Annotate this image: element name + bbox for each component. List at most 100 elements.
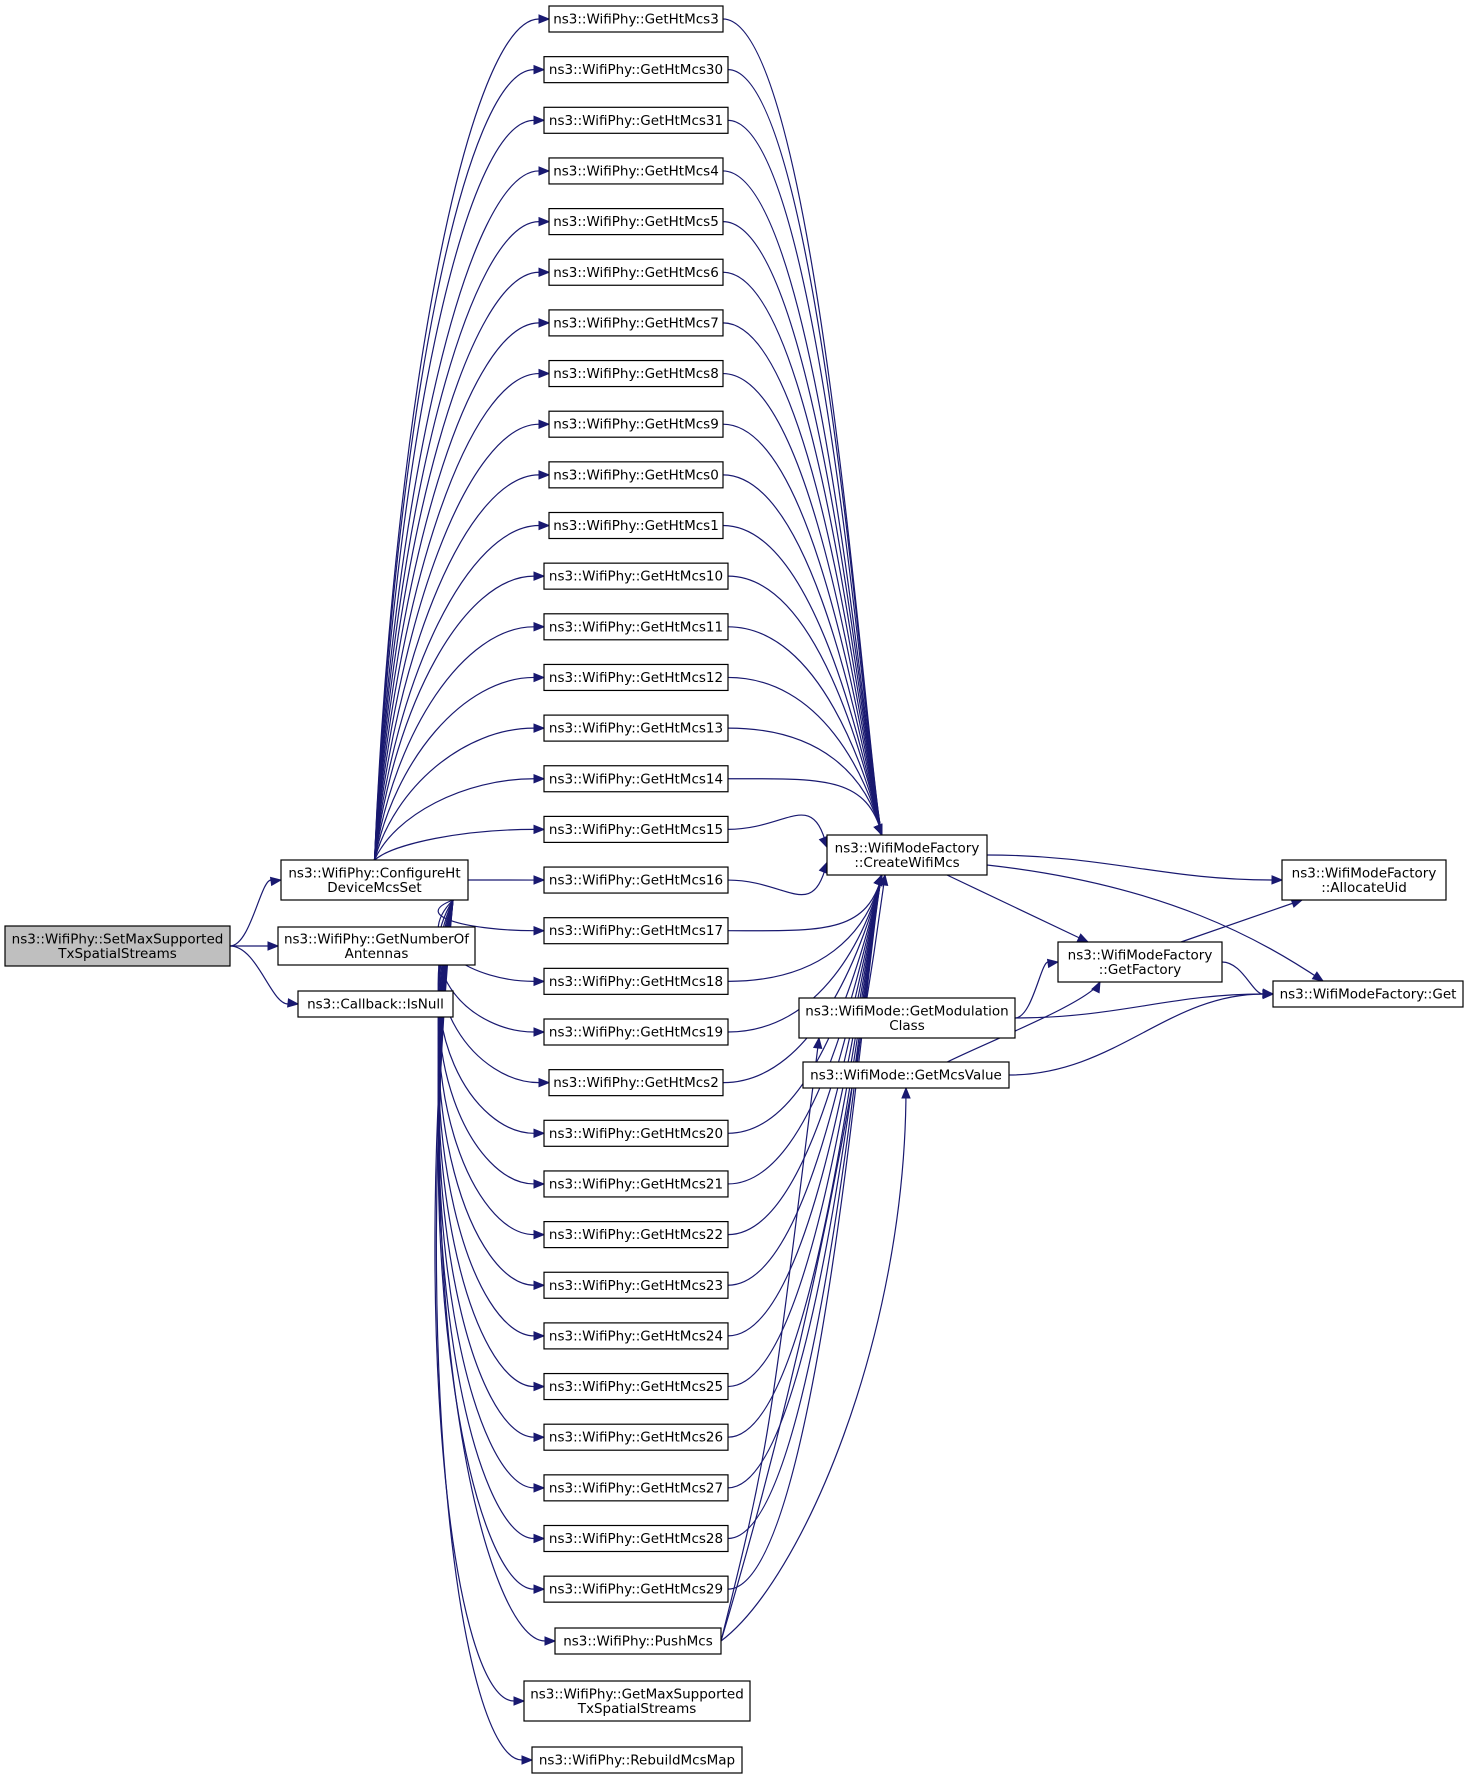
node-box[interactable] — [548, 157, 724, 185]
node-wifiphy-gethtmcs24[interactable]: ns3::WifiPhy::GetHtMcs24 — [543, 1322, 729, 1350]
node-wifiphy-gethtmcs2[interactable]: ns3::WifiPhy::GetHtMcs2 — [548, 1069, 724, 1097]
node-box[interactable] — [1272, 980, 1464, 1008]
node-wifimode-getmcsvalue[interactable]: ns3::WifiMode::GetMcsValue — [802, 1061, 1010, 1089]
node-box[interactable] — [548, 1069, 724, 1097]
node-wifimodefactory-get[interactable]: ns3::WifiModeFactory::Get — [1272, 980, 1464, 1008]
node-wifiphy-gethtmcs23[interactable]: ns3::WifiPhy::GetHtMcs23 — [543, 1271, 729, 1299]
node-box[interactable] — [548, 410, 724, 438]
node-wifiphy-gethtmcs19[interactable]: ns3::WifiPhy::GetHtMcs19 — [543, 1018, 729, 1046]
node-box[interactable] — [548, 359, 724, 388]
node-wifiphy-gethtmcs31[interactable]: ns3::WifiPhy::GetHtMcs31 — [543, 106, 729, 134]
node-wifiphy-gethtmcs11[interactable]: ns3::WifiPhy::GetHtMcs11 — [543, 613, 729, 641]
node-wifiphy-gethtmcs26[interactable]: ns3::WifiPhy::GetHtMcs26 — [543, 1423, 729, 1451]
node-box[interactable] — [523, 1680, 751, 1722]
node-wifiphy-setmaxsupportedtxspatialstreams[interactable]: ns3::WifiPhy::SetMaxSupportedTxSpatialSt… — [4, 925, 231, 967]
node-wifiphy-gethtmcs0[interactable]: ns3::WifiPhy::GetHtMcs0 — [548, 461, 724, 489]
node-wifiphy-gethtmcs20[interactable]: ns3::WifiPhy::GetHtMcs20 — [543, 1119, 729, 1147]
node-box[interactable] — [543, 866, 729, 894]
node-box[interactable] — [548, 511, 724, 540]
node-box[interactable] — [280, 859, 469, 901]
node-wifimodefactory-createwifimcs[interactable]: ns3::WifiModeFactory::CreateWifiMcs — [826, 834, 988, 876]
node-box[interactable] — [1057, 941, 1223, 983]
edge-line — [720, 1087, 907, 1642]
node-box[interactable] — [548, 208, 724, 236]
node-wifiphy-gethtmcs17[interactable]: ns3::WifiPhy::GetHtMcs17 — [543, 917, 729, 945]
node-box[interactable] — [543, 1423, 729, 1451]
node-wifiphy-gethtmcs25[interactable]: ns3::WifiPhy::GetHtMcs25 — [543, 1372, 729, 1401]
node-box[interactable] — [531, 1746, 743, 1774]
node-box[interactable] — [543, 1018, 729, 1046]
node-wifiphy-rebuildmcsmap[interactable]: ns3::WifiPhy::RebuildMcsMap — [531, 1746, 743, 1774]
node-wifiphy-gethtmcs8[interactable]: ns3::WifiPhy::GetHtMcs8 — [548, 359, 724, 388]
edge-modclass-to-get — [1014, 989, 1275, 1019]
node-wifimodefactory-allocateuid[interactable]: ns3::WifiModeFactory::AllocateUid — [1281, 859, 1447, 901]
node-box[interactable] — [554, 1627, 722, 1655]
node-box[interactable] — [802, 1061, 1010, 1089]
node-wifiphy-gethtmcs4[interactable]: ns3::WifiPhy::GetHtMcs4 — [548, 157, 724, 185]
node-box[interactable] — [543, 1322, 729, 1350]
node-wifiphy-gethtmcs16[interactable]: ns3::WifiPhy::GetHtMcs16 — [543, 866, 729, 894]
node-wifiphy-gethtmcs30[interactable]: ns3::WifiPhy::GetHtMcs30 — [543, 56, 729, 84]
node-box[interactable] — [548, 5, 724, 33]
node-wifimodefactory-getfactory[interactable]: ns3::WifiModeFactory::GetFactory — [1057, 941, 1223, 983]
node-box[interactable] — [548, 309, 724, 337]
node-wifiphy-gethtmcs7[interactable]: ns3::WifiPhy::GetHtMcs7 — [548, 309, 724, 337]
node-box[interactable] — [543, 1575, 729, 1603]
node-box[interactable] — [826, 834, 988, 876]
edge-n1-to-h27 — [437, 899, 546, 1493]
node-box[interactable] — [543, 967, 729, 995]
node-wifiphy-gethtmcs18[interactable]: ns3::WifiPhy::GetHtMcs18 — [543, 967, 729, 995]
node-wifiphy-pushmcs[interactable]: ns3::WifiPhy::PushMcs — [554, 1627, 722, 1655]
node-wifiphy-gethtmcs6[interactable]: ns3::WifiPhy::GetHtMcs6 — [548, 258, 724, 286]
node-box[interactable] — [543, 562, 729, 590]
node-wifiphy-gethtmcs28[interactable]: ns3::WifiPhy::GetHtMcs28 — [543, 1524, 729, 1553]
node-box[interactable] — [1281, 859, 1447, 901]
node-wifiphy-gethtmcs10[interactable]: ns3::WifiPhy::GetHtMcs10 — [543, 562, 729, 590]
edge-h25-to-create — [727, 873, 883, 1388]
node-box[interactable] — [277, 926, 476, 966]
node-wifiphy-gethtmcs29[interactable]: ns3::WifiPhy::GetHtMcs29 — [543, 1575, 729, 1603]
node-box[interactable] — [798, 997, 1016, 1039]
node-wifiphy-gethtmcs27[interactable]: ns3::WifiPhy::GetHtMcs27 — [543, 1474, 729, 1502]
node-wifiphy-gethtmcs1[interactable]: ns3::WifiPhy::GetHtMcs1 — [548, 511, 724, 540]
node-box[interactable] — [548, 461, 724, 489]
node-label: ns3::WifiPhy::GetHtMcs0 — [553, 467, 719, 483]
node-wifiphy-gethtmcs15[interactable]: ns3::WifiPhy::GetHtMcs15 — [543, 815, 729, 844]
node-wifiphy-gethtmcs3[interactable]: ns3::WifiPhy::GetHtMcs3 — [548, 5, 724, 33]
node-box[interactable] — [543, 1170, 729, 1198]
node-box[interactable] — [543, 1271, 729, 1299]
node-wifiphy-gethtmcs12[interactable]: ns3::WifiPhy::GetHtMcs12 — [543, 663, 729, 692]
node-wifiphy-gethtmcs13[interactable]: ns3::WifiPhy::GetHtMcs13 — [543, 714, 729, 742]
arrowhead — [533, 672, 546, 683]
node-box[interactable] — [543, 1119, 729, 1147]
node-wifiphy-gethtmcs14[interactable]: ns3::WifiPhy::GetHtMcs14 — [543, 765, 729, 793]
node-box[interactable] — [543, 1474, 729, 1502]
edge-n1-to-h10 — [373, 571, 546, 861]
node-box[interactable] — [548, 258, 724, 286]
node-box[interactable] — [4, 925, 231, 967]
node-wifiphy-gethtmcs9[interactable]: ns3::WifiPhy::GetHtMcs9 — [548, 410, 724, 438]
node-wifiphy-gethtmcs21[interactable]: ns3::WifiPhy::GetHtMcs21 — [543, 1170, 729, 1198]
node-wifiphy-getmaxsupportedtxspatialstreams[interactable]: ns3::WifiPhy::GetMaxSupportedTxSpatialSt… — [523, 1680, 751, 1722]
node-box[interactable] — [543, 765, 729, 793]
node-wifiphy-gethtmcs5[interactable]: ns3::WifiPhy::GetHtMcs5 — [548, 208, 724, 236]
node-box[interactable] — [543, 917, 729, 945]
node-box[interactable] — [543, 613, 729, 641]
node-box[interactable] — [543, 56, 729, 84]
node-box[interactable] — [297, 990, 454, 1018]
node-box[interactable] — [543, 106, 729, 134]
node-box[interactable] — [543, 1524, 729, 1553]
node-label: ns3::WifiPhy::GetHtMcs23 — [549, 1278, 723, 1294]
node-box[interactable] — [543, 1220, 729, 1249]
edge-n1-to-push — [438, 899, 557, 1646]
edge-n1-to-h6 — [373, 267, 551, 861]
node-callback-isnull[interactable]: ns3::Callback::IsNull — [297, 990, 454, 1018]
node-box[interactable] — [543, 714, 729, 742]
node-box[interactable] — [543, 815, 729, 844]
node-wifiphy-gethtmcs22[interactable]: ns3::WifiPhy::GetHtMcs22 — [543, 1220, 729, 1249]
node-box[interactable] — [543, 663, 729, 692]
node-box[interactable] — [543, 1372, 729, 1401]
